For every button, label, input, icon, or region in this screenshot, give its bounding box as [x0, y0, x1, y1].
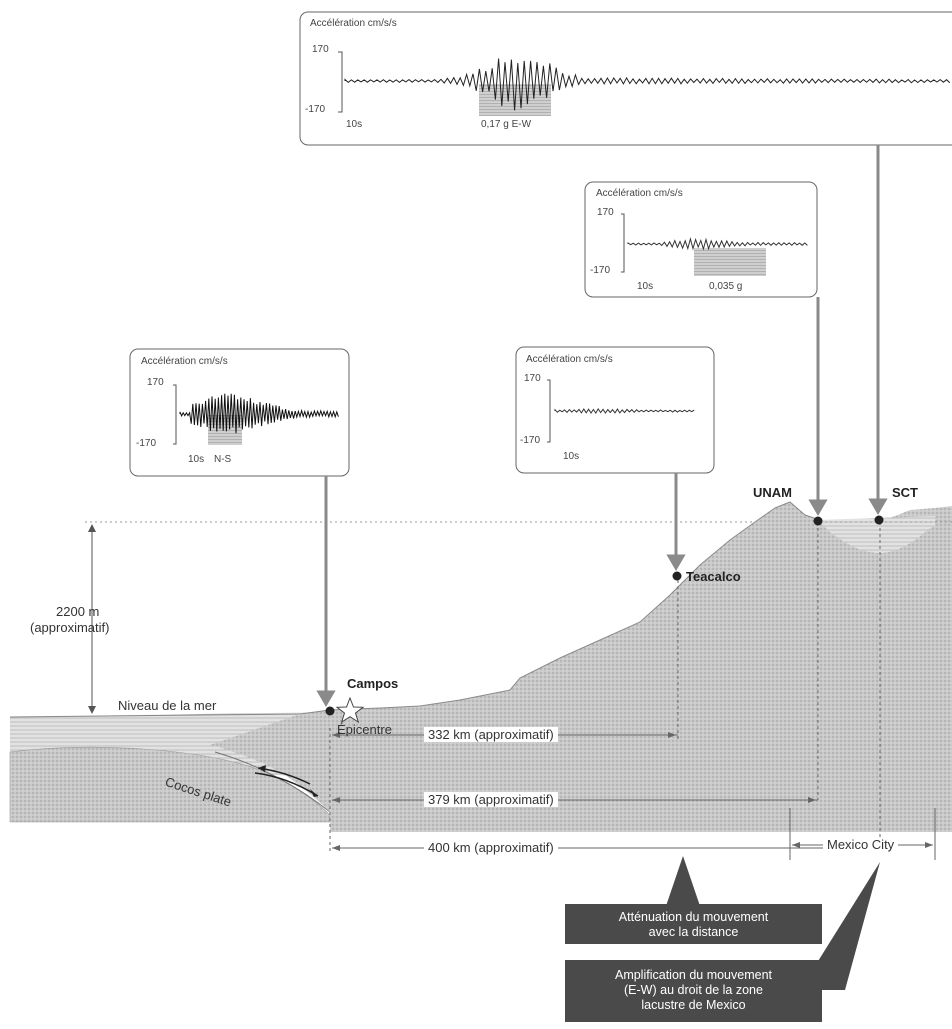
distance-label-unam: 379 km (approximatif) [424, 792, 558, 807]
callout-attenuation: Atténuation du mouvement avec la distanc… [565, 904, 822, 944]
panel-teacalco-time: 10s [563, 451, 579, 462]
distance-label-sct: 400 km (approximatif) [424, 840, 558, 855]
panel-unam-note: 0,035 g [709, 281, 742, 292]
station-label-teacalco: Teacalco [686, 569, 741, 584]
station-dot-teacalco [673, 572, 682, 581]
panel-teacalco-title: Accélération cm/s/s [526, 354, 613, 365]
callout-amplification-line-1: Amplification du mouvement [565, 968, 822, 983]
station-label-sct: SCT [892, 485, 918, 500]
panel-sct-note: 0,17 g E-W [481, 119, 531, 130]
panel-campos-note: N-S [214, 454, 231, 465]
callout-amplification-line-2: (E-W) au droit de la zone [565, 983, 822, 998]
panel-teacalco-ymin: -170 [520, 435, 540, 446]
panel-sct-ymin: -170 [305, 104, 325, 115]
panel-campos-title: Accélération cm/s/s [141, 356, 228, 367]
panel-unam-ymax: 170 [597, 207, 614, 218]
sea-level-label: Niveau de la mer [118, 698, 216, 713]
panel-sct-title: Accélération cm/s/s [310, 18, 397, 29]
callout-amplification-line-3: lacustre de Mexico [565, 998, 822, 1013]
callout-attenuation-line-2: avec la distance [565, 925, 822, 940]
land [210, 502, 952, 832]
station-label-unam: UNAM [753, 485, 792, 500]
altitude-note: (approximatif) [30, 620, 109, 635]
callout-pointer-attenuation [666, 856, 700, 906]
distance-label-teacalco: 332 km (approximatif) [424, 727, 558, 742]
station-label-campos: Campos [347, 676, 398, 691]
panel-campos-time: 10s [188, 454, 204, 465]
altitude-value: 2200 m [56, 604, 99, 619]
panel-campos-ymin: -170 [136, 438, 156, 449]
panel-unam-ymin: -170 [590, 265, 610, 276]
panel-teacalco-ymax: 170 [524, 373, 541, 384]
station-dot-sct [875, 516, 884, 525]
station-dot-campos [326, 707, 335, 716]
panel-campos-ymax: 170 [147, 377, 164, 388]
panel-sct-ymax: 170 [312, 44, 329, 55]
callout-amplification: Amplification du mouvement (E-W) au droi… [565, 960, 822, 1022]
panel-unam-time: 10s [637, 281, 653, 292]
panel-sct-time: 10s [346, 119, 362, 130]
callout-attenuation-line-1: Atténuation du mouvement [565, 910, 822, 925]
panel-unam-title: Accélération cm/s/s [596, 188, 683, 199]
epicentre-label: Épicentre [337, 722, 392, 737]
station-dot-unam [814, 517, 823, 526]
city-label: Mexico City [823, 837, 898, 852]
